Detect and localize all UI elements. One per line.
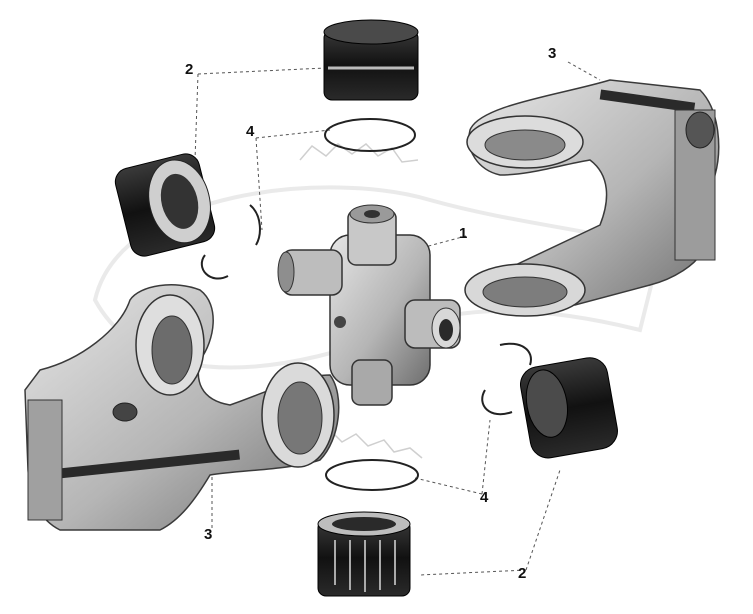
snap-ring-bottom: [325, 459, 419, 491]
snap-ring-left: [200, 204, 261, 280]
bearing-cup-left: [114, 153, 216, 257]
bearing-cup-right: [520, 357, 618, 459]
callout-bearing-cup-bottom: 2: [518, 565, 527, 582]
yoke-right: [464, 79, 720, 317]
callout-bearing-cup-top: 2: [185, 61, 194, 78]
callout-ring-bottom: 4: [480, 489, 489, 506]
gear-outline: [299, 143, 423, 459]
callout-cross: 1: [459, 225, 468, 242]
callout-yoke-left: 3: [204, 526, 213, 543]
snap-ring-right: [481, 342, 532, 416]
spider-cross: [277, 204, 461, 406]
yoke-left: [24, 284, 340, 531]
callout-yoke-right: 3: [548, 45, 557, 62]
snap-ring-top: [324, 118, 416, 152]
callout-ring-top: 4: [246, 123, 255, 140]
bearing-cup-top: [323, 19, 419, 101]
bearing-cup-bottom: [317, 511, 411, 597]
